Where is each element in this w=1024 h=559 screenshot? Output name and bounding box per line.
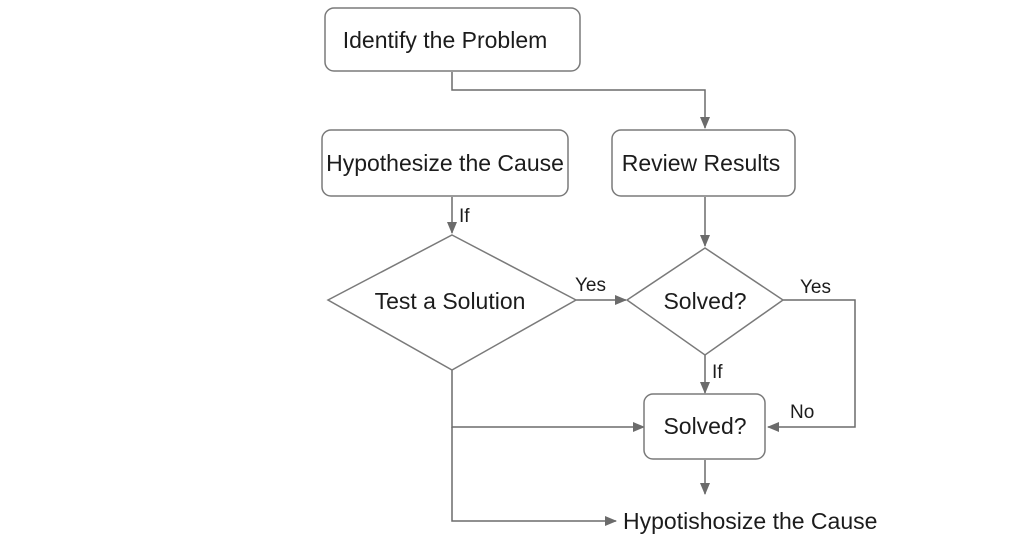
connector-yes-no-loop	[767, 299, 856, 432]
solved-box-label: Solved?	[663, 413, 746, 439]
review-results-box	[611, 129, 796, 197]
edge-label-no: No	[790, 402, 814, 423]
edge-label-yes-left: Yes	[575, 275, 606, 296]
review-results-label: Review Results	[622, 150, 781, 176]
test-solution-label: Test a Solution	[375, 288, 526, 314]
identify-problem-label: Identify the Problem	[343, 27, 548, 53]
edge-label-if-top: If	[459, 206, 470, 227]
edge-label-yes-right: Yes	[800, 277, 831, 298]
test-solution-diamond	[326, 234, 578, 371]
connector-test-to-hypotishosize	[451, 427, 617, 526]
hypothesize-cause-box	[321, 129, 569, 197]
solved-box	[643, 393, 766, 460]
identify-problem-box	[324, 7, 581, 72]
hypotishosize-cause-label: Hypotishosize the Cause	[623, 508, 877, 534]
hypothesize-cause-label: Hypothesize the Cause	[326, 150, 564, 176]
connector-identify-to-review	[451, 72, 710, 129]
connector-test-to-solved-box	[451, 370, 645, 432]
edge-label-if-bottom: If	[712, 362, 723, 383]
solved-diamond-label: Solved?	[663, 288, 746, 314]
solved-diamond	[625, 247, 785, 356]
